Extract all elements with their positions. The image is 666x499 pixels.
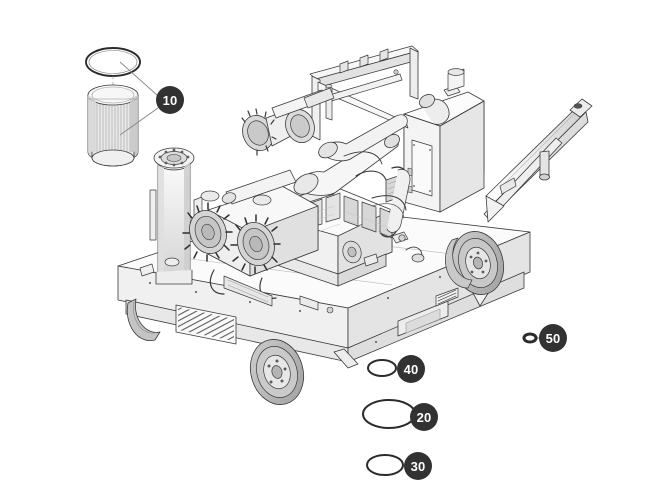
deck-fittings	[139, 246, 425, 314]
pump-cylinder-heads-lower	[182, 169, 319, 307]
callout-badge-50[interactable]: 50	[539, 324, 567, 352]
pump-cylinder-head-rear	[230, 214, 281, 274]
o-ring-medium-30	[366, 454, 404, 476]
callout-badge-20[interactable]: 20	[410, 403, 438, 431]
louver-vent-panel	[175, 304, 237, 345]
o-ring-small-40	[367, 359, 397, 377]
callout-badge-30[interactable]: 30	[404, 452, 432, 480]
callout-badge-40[interactable]: 40	[397, 355, 425, 383]
callout-badge-10[interactable]: 10	[156, 86, 184, 114]
tow-drawbar	[483, 98, 593, 223]
filter-gasket-ring	[85, 47, 141, 77]
leader-10-a	[119, 61, 158, 96]
trailer-deck	[117, 204, 531, 369]
front-wheel	[250, 339, 304, 405]
callout-badge-30-label: 30	[411, 459, 426, 474]
intake-manifold	[293, 133, 400, 196]
callout-badge-50-label: 50	[546, 331, 561, 346]
exhaust-piping	[355, 166, 411, 238]
rear-wheel	[452, 231, 504, 295]
hydraulic-hoses	[343, 151, 407, 219]
callout-badge-40-label: 40	[404, 362, 419, 377]
o-ring-micro-50	[522, 332, 538, 344]
o-ring-large-20	[362, 399, 416, 429]
filter-cartridge-body	[87, 84, 139, 167]
pump-cylinder-head-front	[182, 202, 233, 262]
upper-frame-rails	[309, 45, 419, 141]
far-side-wheel	[126, 298, 161, 341]
leader-10-b	[119, 107, 159, 136]
o-ring-parts	[362, 332, 538, 476]
callout-badges: 10 20 30 40 50	[156, 86, 567, 480]
vertical-filter-vessel	[149, 147, 203, 285]
filter-cartridge-part	[85, 47, 141, 167]
far-side-front-wheel	[445, 237, 473, 289]
cylinder-bank-right	[343, 195, 393, 239]
pump-head-upper-pair	[241, 87, 335, 156]
callout-badge-20-label: 20	[417, 410, 432, 425]
callout-badge-10-label: 10	[163, 93, 178, 108]
